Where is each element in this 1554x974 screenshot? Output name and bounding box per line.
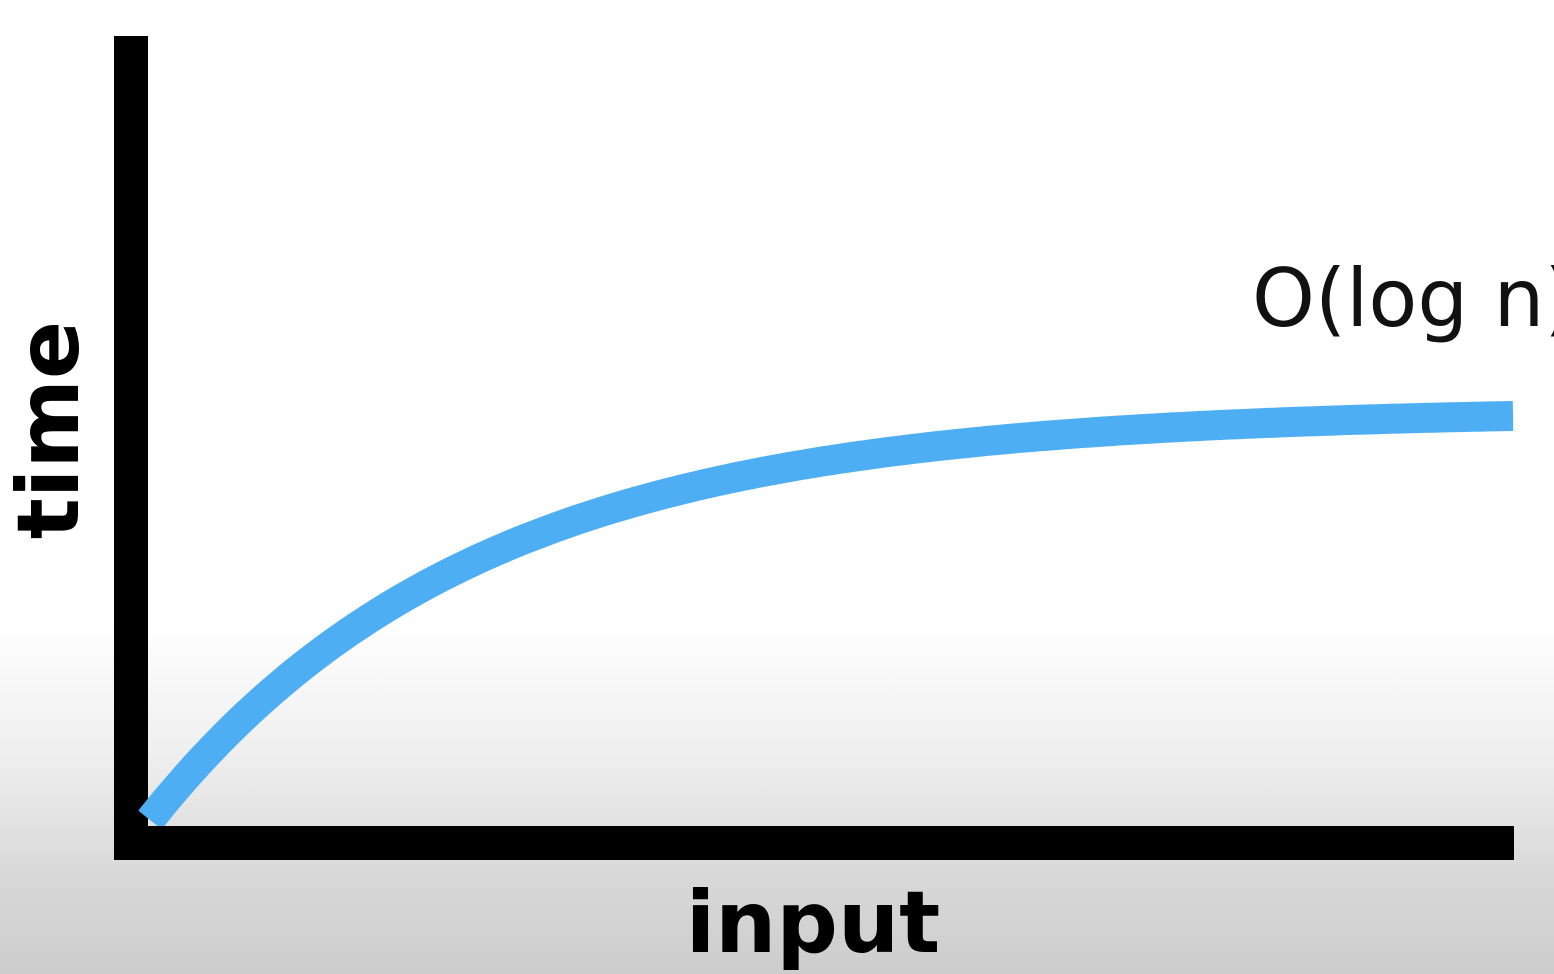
series-label-o-log-n: O(log n): [1252, 252, 1554, 345]
x-axis-line: [114, 826, 1514, 860]
y-axis-line: [114, 36, 148, 860]
x-axis-label: input: [686, 873, 941, 973]
series-line-o-log-n: [138, 401, 1522, 830]
y-axis-label: time: [0, 321, 99, 540]
